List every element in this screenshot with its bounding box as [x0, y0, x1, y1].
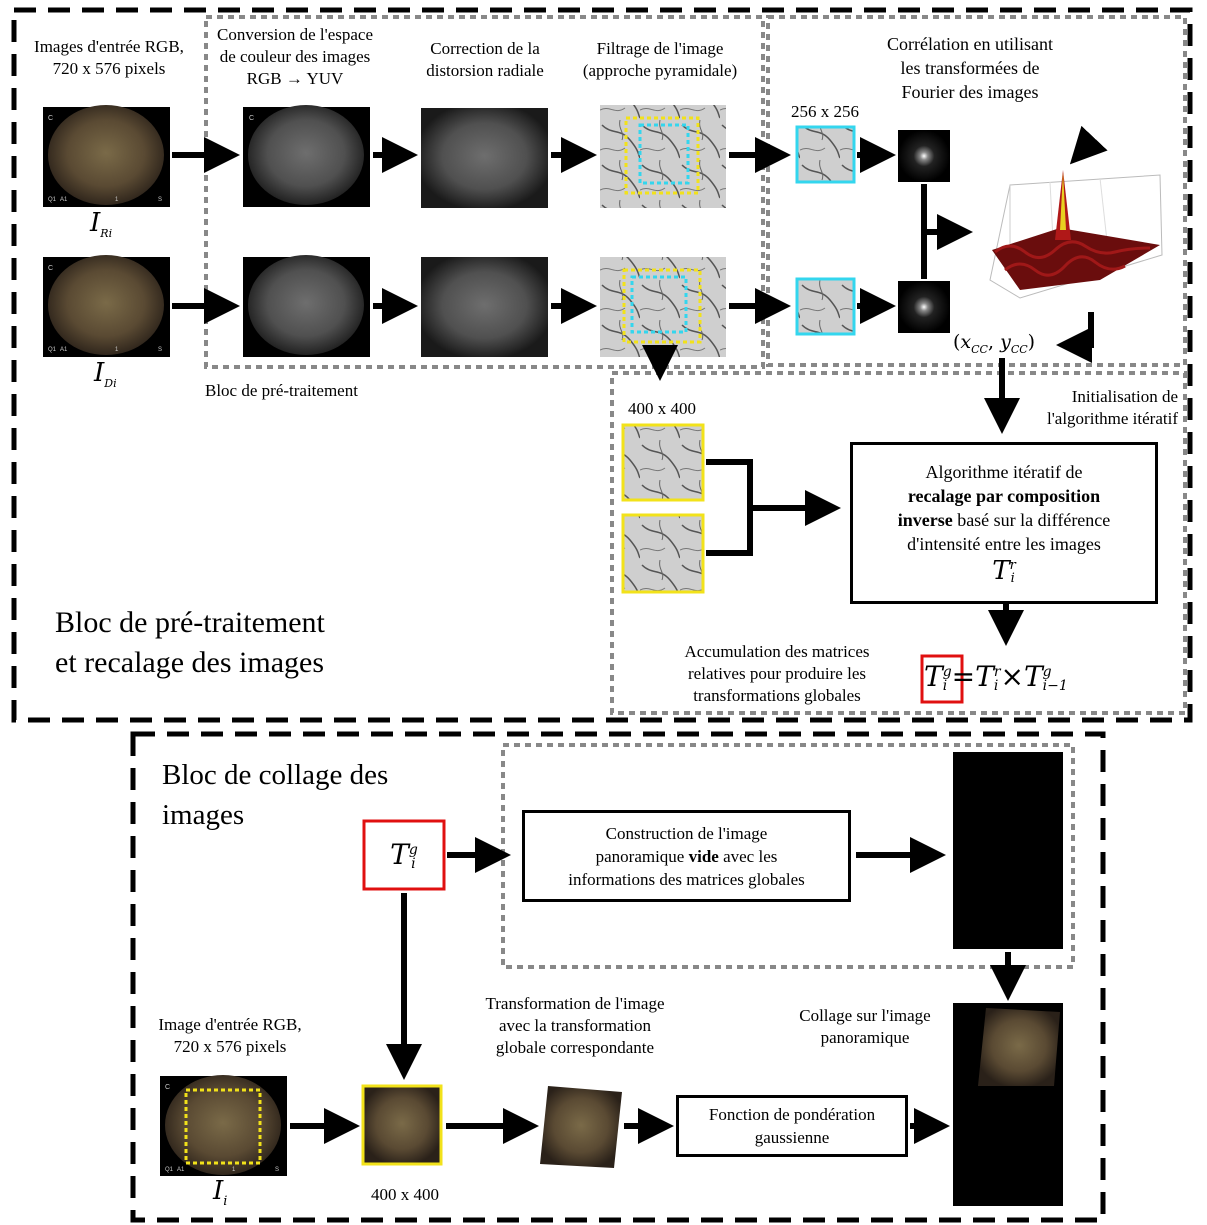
size-400-label-top: 400 x 400	[628, 399, 696, 418]
algorithm-box: Algorithme itératif de recalage par comp…	[850, 442, 1158, 604]
tg-equation-box	[920, 654, 964, 704]
input-image-i: C Q1 A1 1 S	[160, 1075, 287, 1176]
undistorted-image-def	[421, 257, 548, 357]
peak-pointer-arrow	[1069, 125, 1108, 165]
image-ref-label: IRi	[90, 208, 113, 241]
pasted-image	[978, 1008, 1060, 1086]
svg-text:1: 1	[232, 1167, 236, 1173]
frame-text-q1: Q1	[48, 197, 57, 203]
svg-text:S: S	[275, 1167, 279, 1173]
svg-text:S: S	[158, 347, 162, 353]
step-filter-label: Filtrage de l'image(approche pyramidale)	[582, 39, 738, 80]
fft-def	[898, 281, 950, 333]
filtered-image-def	[600, 257, 726, 357]
top-block-border	[11, 7, 1193, 723]
svg-text:A1: A1	[60, 347, 68, 353]
registration-border	[610, 371, 1187, 715]
svg-text:A1: A1	[177, 1167, 185, 1173]
size-256-label: 256 x 256	[791, 102, 859, 121]
crop-400-ref	[621, 423, 705, 502]
input-image-ref: C Q1 A1 1 S	[43, 105, 170, 207]
bottom-block-border	[130, 731, 1106, 1223]
undistorted-image-ref	[421, 108, 548, 208]
crop-256-ref	[795, 125, 856, 184]
crop-256-def	[795, 277, 856, 336]
input-label-top: Images d'entrée RGB,720 x 576 pixels	[34, 37, 184, 78]
svg-text:C: C	[249, 115, 254, 122]
frame-text-s: S	[158, 197, 162, 203]
crop-400-def	[621, 513, 705, 594]
correlation-surface	[989, 170, 1163, 299]
frame-text-c: C	[48, 115, 53, 122]
yuv-image-def	[243, 255, 370, 357]
frame-text-a1: A1	[60, 197, 68, 203]
svg-text:Q1: Q1	[165, 1167, 174, 1173]
svg-text:1: 1	[115, 347, 119, 353]
filtered-image-ref	[600, 105, 726, 208]
svg-text:C: C	[165, 1084, 170, 1091]
peak-coords-label: (xCC, yCC)	[953, 331, 1036, 356]
correlation-border	[766, 15, 1187, 367]
fft-ref	[898, 130, 950, 182]
image-i-label: Ii	[213, 1176, 228, 1210]
transformed-image	[540, 1086, 622, 1168]
crop-400-i	[361, 1084, 443, 1166]
yuv-image-ref: C	[243, 105, 370, 207]
svg-text:C: C	[48, 265, 53, 272]
size-400-label-bottom: 400 x 400	[371, 1185, 439, 1204]
preprocessing-border	[204, 15, 765, 369]
preprocessing-label: Bloc de pré-traitement	[205, 381, 358, 400]
frame-text-1: 1	[115, 197, 119, 203]
svg-text:Q1: Q1	[48, 347, 57, 353]
input-label-bottom: Image d'entrée RGB,720 x 576 pixels	[158, 1015, 302, 1056]
empty-panorama	[953, 752, 1063, 949]
image-def-label: IDi	[94, 358, 117, 391]
input-image-def: C Q1 A1 1 S	[43, 255, 170, 357]
tg-box	[362, 819, 446, 891]
construction-box: Construction de l'image panoramique vide…	[522, 810, 851, 902]
